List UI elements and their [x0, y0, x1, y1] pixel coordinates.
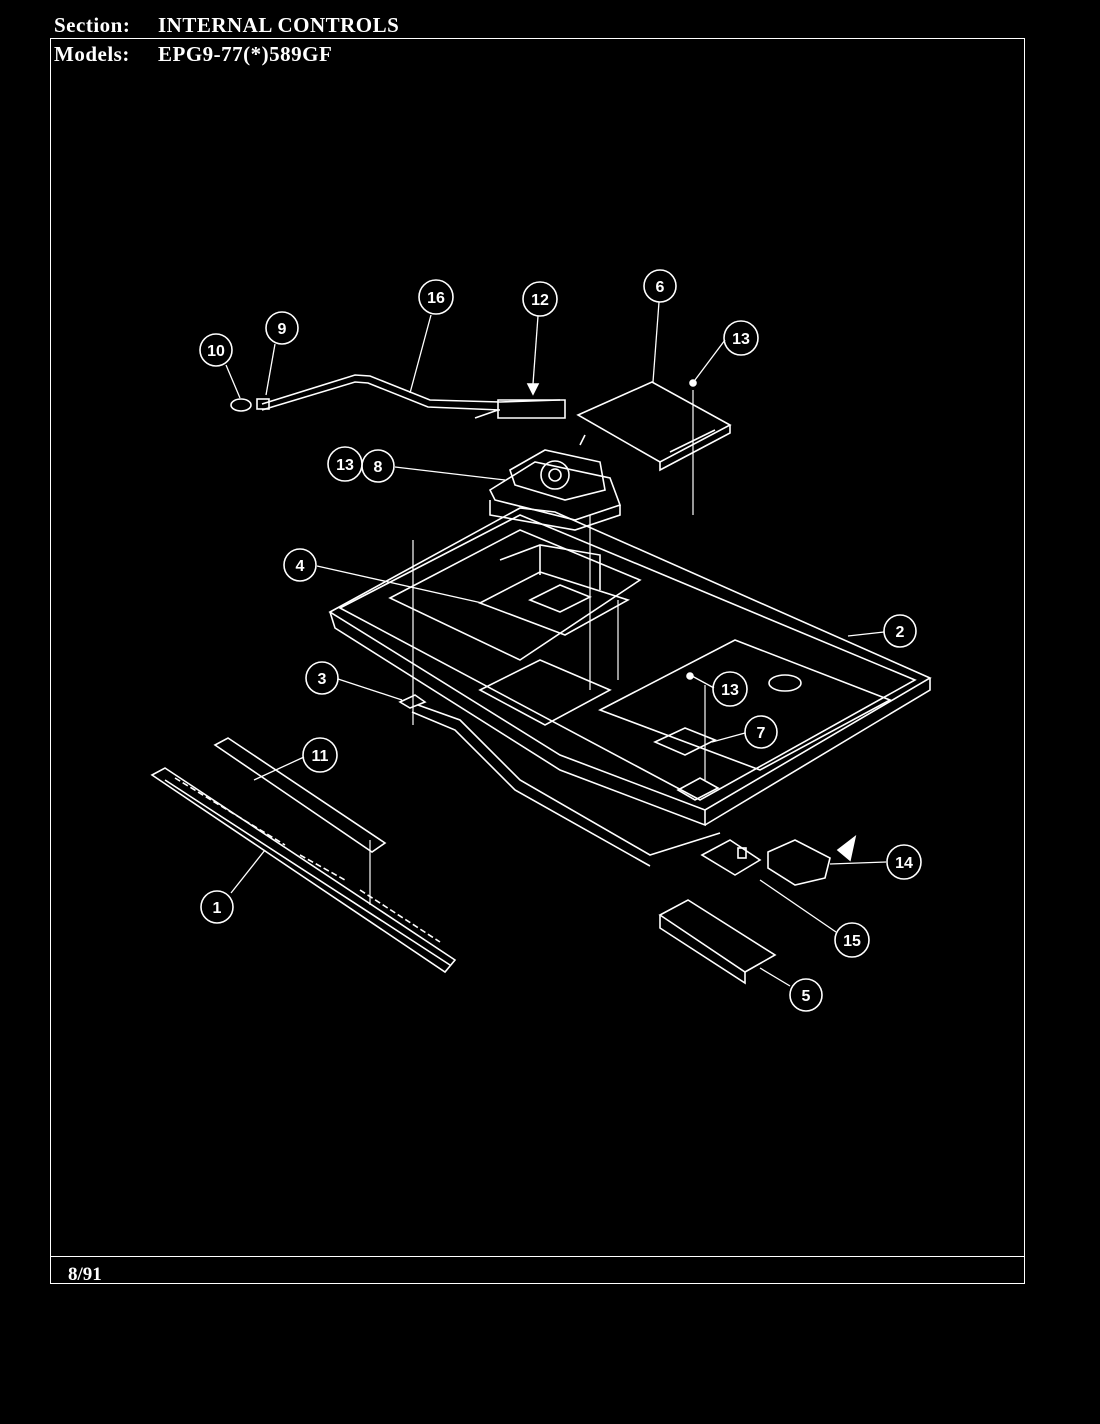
models-value: EPG9-77(*)589GF	[158, 42, 333, 66]
callout-label: 6	[656, 279, 665, 296]
callout-13: 13	[712, 671, 748, 707]
front-rail	[411, 704, 721, 867]
section-label: Section:	[54, 13, 131, 37]
callout-6: 6	[643, 269, 677, 303]
callout-label: 8	[374, 459, 383, 476]
tab-part-3	[398, 694, 427, 709]
footer-rule	[50, 1256, 1025, 1257]
cover-plate-part-6	[576, 381, 732, 472]
callout-label: 4	[296, 558, 305, 575]
callout-7: 7	[744, 715, 778, 749]
callout-2: 2	[883, 614, 917, 648]
screw-part-12	[526, 383, 540, 396]
tube-part-16	[261, 374, 566, 419]
bracket-part-4	[478, 544, 631, 636]
callout-3: 3	[305, 661, 339, 695]
strip-part-11	[213, 737, 387, 853]
callout-9: 9	[265, 311, 299, 345]
callout-13: 13	[723, 320, 759, 356]
callout-label: 5	[802, 988, 811, 1005]
fitting-part-9	[256, 398, 270, 410]
callout-15: 15	[834, 922, 870, 958]
callout-label: 11	[312, 748, 329, 765]
valve-assembly-part-8	[488, 434, 622, 531]
screw-part-13	[686, 379, 697, 680]
switch-part-14	[767, 835, 857, 886]
callout-leaders	[225, 301, 887, 987]
callout-label: 16	[427, 290, 445, 307]
callout-label: 2	[896, 624, 905, 641]
fitting-part-10	[230, 398, 252, 412]
callout-label: 9	[278, 321, 287, 338]
callout-13: 13	[327, 446, 363, 482]
callout-5: 5	[789, 978, 823, 1012]
callout-11: 11	[302, 737, 338, 773]
callout-label: 13	[336, 457, 354, 474]
callout-12: 12	[522, 281, 558, 317]
footer-date: 8/91	[68, 1264, 102, 1285]
callout-4: 4	[283, 548, 317, 582]
callout-1: 1	[200, 890, 234, 924]
callout-14: 14	[886, 844, 922, 880]
callout-label: 14	[895, 855, 913, 872]
hinge-plate-part-15	[700, 839, 762, 876]
callout-label: 13	[732, 331, 750, 348]
alignment-lines	[369, 390, 706, 905]
bar-part-1	[150, 767, 457, 974]
section-value: INTERNAL CONTROLS	[158, 13, 400, 37]
callout-label: 12	[531, 292, 549, 309]
callout-label: 10	[207, 343, 225, 360]
models-label: Models:	[54, 42, 130, 66]
page-frame	[50, 38, 1025, 1284]
callout-label: 13	[721, 682, 739, 699]
callout-label: 1	[213, 900, 222, 917]
callout-label: 15	[843, 933, 861, 950]
main-tray-part	[328, 507, 932, 827]
callout-16: 16	[418, 279, 454, 315]
callout-10: 10	[199, 333, 233, 367]
plate-part-7	[653, 727, 717, 756]
callout-8: 8	[361, 449, 395, 483]
callout-label: 7	[757, 725, 766, 742]
callout-label: 3	[318, 671, 327, 688]
channel-part-5	[658, 899, 777, 985]
